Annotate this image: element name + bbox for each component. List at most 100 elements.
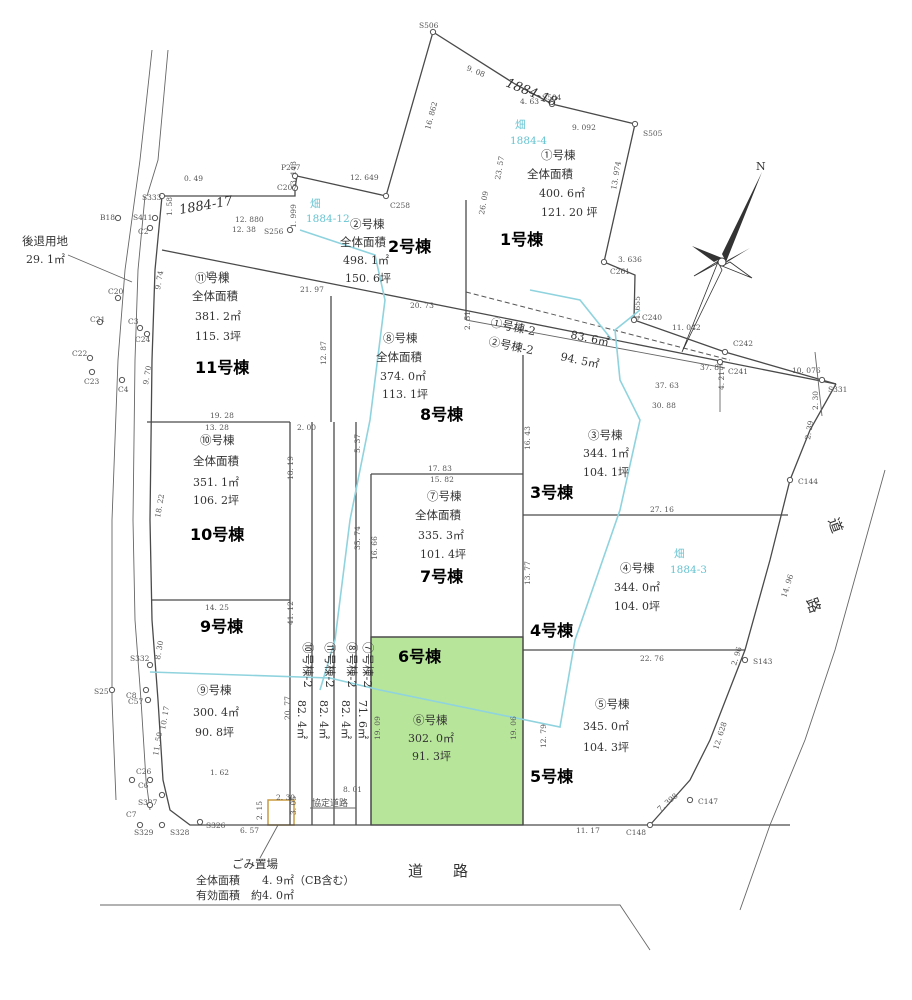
dimension-label: 37. 63	[655, 381, 679, 390]
flag-10-label: ⑩号棟-2	[301, 642, 315, 688]
field-2-label: 畑	[310, 197, 321, 210]
survey-point-label: S504	[542, 93, 562, 102]
survey-point-label: C144	[798, 477, 818, 486]
dimension-label: 9. 092	[572, 123, 596, 132]
b11-tsubo: 115. 3坪	[195, 330, 241, 343]
b2-area: 498. 1㎡	[343, 254, 389, 267]
flag-7-label: ⑦号棟-2	[361, 642, 375, 688]
survey-point-marker	[151, 214, 159, 222]
dimension-label: 7. 398	[656, 791, 680, 813]
survey-point-label: S411	[133, 213, 152, 222]
flag-2-area: 94. 5㎡	[559, 350, 600, 371]
dimension-label: 12. 628	[711, 720, 728, 750]
dimension-label: 2. 30	[811, 391, 820, 410]
survey-point-marker	[646, 821, 654, 829]
survey-point-label: C22	[72, 349, 88, 358]
dimension-label: 13. 77	[523, 561, 532, 585]
dimension-label: 11. 50	[151, 731, 164, 756]
dimension-label: 4. 63	[520, 97, 539, 106]
flag-11-label: ⑪号棟-2	[323, 642, 337, 688]
road-south-label: 道 路	[408, 862, 468, 880]
dimension-label: 1. 58	[165, 197, 174, 216]
survey-point-marker	[108, 686, 116, 694]
gomi-line1: 全体面積 4. 9㎡（CB含む）	[196, 873, 355, 887]
survey-point-label: C6	[138, 781, 149, 790]
b9-tsubo: 90. 8坪	[195, 726, 234, 739]
survey-point-marker	[136, 324, 144, 332]
dimension-label: 12. 880	[235, 215, 264, 224]
flag-10-area: 82. 4㎡	[295, 700, 308, 739]
dimension-label: 1. 999	[289, 204, 298, 228]
survey-point-label: C4	[118, 385, 129, 394]
survey-point-label: C240	[642, 313, 662, 322]
b10-area: 351. 1㎡	[193, 476, 239, 489]
flag-7-area: 71. 6㎡	[356, 700, 369, 739]
gomi-title: ごみ置場	[232, 857, 278, 871]
dimension-label: 3. 05	[289, 796, 298, 815]
dimension-label: 9. 74	[153, 270, 165, 291]
dimension-label: 16. 862	[423, 100, 439, 130]
dimension-label: 10. 17	[158, 705, 171, 730]
dimension-label: 2. 00	[297, 423, 316, 432]
field-2-num: 1884-12	[306, 213, 350, 225]
dimension-label: 11. 17	[576, 826, 600, 835]
b7-circled: ⑦号棟	[427, 489, 462, 503]
survey-point-marker	[158, 821, 166, 829]
b5-big: 5号棟	[530, 767, 574, 786]
survey-point-marker	[818, 376, 826, 384]
dimension-label: 8. 30	[153, 640, 165, 661]
dimension-label: 16. 66	[370, 536, 379, 560]
flag-8-label: ⑧号棟-2	[345, 642, 359, 688]
dimension-label: 20. 77	[283, 696, 292, 720]
survey-point-label: C261	[610, 267, 630, 276]
survey-point-marker	[96, 318, 104, 326]
b3-circled: ③号棟	[588, 428, 623, 442]
dimension-label: 19. 06	[509, 716, 518, 740]
survey-point-label: C7	[126, 810, 137, 819]
flag-2-label: ②号棟-2	[487, 334, 535, 357]
survey-point-label: C242	[733, 339, 753, 348]
b7-area-label: 全体面積	[415, 508, 461, 522]
survey-point-marker	[146, 224, 154, 232]
b2-area-label: 全体面積	[340, 235, 386, 249]
b7-tsubo: 101. 4坪	[420, 548, 466, 561]
field-1-num: 1884-4	[510, 135, 547, 147]
survey-point-marker	[429, 28, 437, 36]
survey-point-marker	[686, 796, 694, 804]
dimension-label: 21. 97	[300, 285, 324, 294]
b4-big: 4号棟	[530, 621, 574, 640]
survey-point-marker	[142, 686, 150, 694]
survey-point-label: C21	[90, 315, 105, 324]
survey-point-label: C23	[84, 377, 100, 386]
survey-point-label: C148	[626, 828, 646, 837]
survey-point-label: B18	[100, 213, 115, 222]
field-3-num: 1884-3	[670, 564, 707, 576]
dimension-label: 1. 62	[210, 768, 229, 777]
survey-point-marker	[88, 368, 96, 376]
dimension-label: 41. 12	[286, 601, 295, 625]
dimension-label: 3. 143	[289, 161, 298, 185]
b6-big: 6号棟	[398, 647, 442, 666]
b1-circled: ①号棟	[541, 148, 576, 162]
b4-area: 344. 0㎡	[614, 581, 660, 594]
survey-point-marker	[716, 358, 724, 366]
b2-tsubo: 150. 6坪	[345, 272, 391, 285]
b8-area-label: 全体面積	[376, 350, 422, 364]
b8-area: 374. 0㎡	[380, 370, 426, 383]
b3-big: 3号棟	[530, 483, 574, 502]
survey-point-marker	[721, 348, 729, 356]
dimension-label: 12. 38	[232, 225, 256, 234]
survey-point-label: C3	[128, 317, 139, 326]
survey-point-marker	[146, 661, 154, 669]
gomi-line2: 有効面積 約4. 0㎡	[196, 888, 294, 902]
survey-point-marker	[114, 214, 122, 222]
dimension-label: 17. 83	[428, 464, 452, 473]
b3-area: 344. 1㎡	[583, 447, 629, 460]
kyotei-road-label: 協定道路	[312, 797, 348, 809]
b11-big: 11号棟	[195, 358, 250, 377]
road-east-label-2: 路	[802, 595, 824, 615]
parcel-1884-17: 1884-17	[178, 194, 235, 218]
b9-area: 300. 4㎡	[193, 706, 239, 719]
survey-point-label: S143	[753, 657, 773, 666]
dimension-label: 2. 96	[729, 645, 744, 666]
